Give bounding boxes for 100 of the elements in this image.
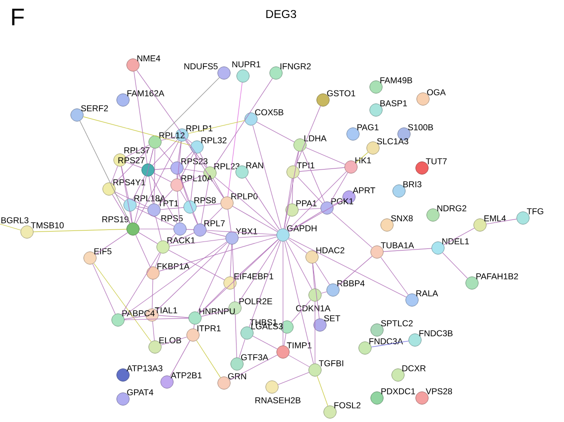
interaction-line — [302, 150, 325, 202]
interaction-line — [154, 168, 171, 170]
interaction-line — [114, 191, 148, 208]
protein-node: RPS23 — [170, 158, 208, 174]
interaction-line — [158, 146, 174, 164]
protein-node: SERF2 — [70, 105, 108, 122]
protein-node: LDHA — [294, 135, 327, 152]
protein-node: PPA1 — [286, 200, 317, 216]
interaction-line — [196, 203, 221, 207]
node-label: SLC1A3 — [377, 138, 408, 144]
protein-node: GSTO1 — [316, 90, 356, 106]
interaction-line — [232, 206, 278, 232]
node-label: TIMP1 — [286, 342, 312, 348]
node-label: TFG — [526, 208, 544, 214]
node-label: RPL18A — [134, 195, 166, 202]
interaction-line — [190, 153, 197, 201]
interaction-line — [295, 106, 321, 166]
interaction-line — [330, 172, 348, 203]
protein-node: PDXDC1 — [370, 388, 416, 404]
interaction-line — [161, 136, 176, 141]
interaction-line — [177, 141, 182, 179]
interaction-line — [112, 194, 130, 224]
protein-node: RPS4Y1 — [102, 179, 146, 196]
node-label: RPL10A — [181, 175, 213, 182]
protein-node: NME4 — [126, 55, 160, 72]
protein-node: GRN — [218, 373, 246, 390]
interaction-line — [332, 212, 372, 248]
interaction-line — [288, 238, 406, 298]
protein-node: PAFAH1B2 — [466, 273, 518, 290]
interaction-line — [288, 200, 344, 232]
protein-node: RPS19 — [102, 216, 140, 236]
interaction-line — [486, 218, 517, 224]
node-label: NUPR1 — [232, 61, 260, 68]
interaction-line — [168, 250, 225, 280]
interaction-line — [176, 174, 178, 179]
interaction-line — [288, 354, 310, 368]
interaction-line — [315, 262, 330, 285]
interaction-line — [291, 300, 311, 322]
node-label: HDAC2 — [316, 247, 344, 254]
interaction-line — [287, 171, 347, 231]
interaction-line — [111, 166, 118, 184]
interaction-line — [200, 179, 210, 224]
node-label: RPS27 — [118, 157, 144, 164]
interaction-line — [80, 120, 130, 224]
interaction-line — [206, 230, 277, 235]
interaction-line — [132, 176, 146, 200]
protein-node: RPL10A — [170, 175, 213, 192]
interaction-line — [312, 263, 315, 289]
protein-node: PAG1 — [346, 124, 378, 140]
interaction-line — [214, 176, 278, 232]
interaction-line — [159, 77, 220, 138]
interaction-line — [123, 242, 227, 316]
protein-node: FAM162A — [116, 90, 164, 106]
protein-node: HNRNPU — [188, 308, 235, 324]
protein-node: GAPDH — [276, 225, 316, 242]
node-label: ATP2B1 — [170, 372, 202, 378]
interaction-line — [94, 262, 152, 342]
interaction-line — [148, 176, 154, 204]
interaction-line — [124, 316, 146, 320]
node-label: PAG1 — [357, 124, 379, 130]
interaction-line — [232, 244, 235, 302]
node-label: EML4 — [484, 215, 506, 222]
interaction-line — [95, 232, 128, 255]
interaction-line — [154, 172, 172, 182]
interaction-line — [149, 148, 154, 164]
node-label: SPTLC2 — [381, 320, 413, 326]
interaction-line — [213, 78, 273, 168]
protein-node: NDEL1 — [432, 238, 469, 254]
title: DEG3 — [266, 10, 296, 18]
protein-node: TIMP1 — [276, 342, 312, 358]
node-label: NDEL1 — [442, 238, 469, 244]
interaction-line — [134, 148, 154, 223]
interaction-line — [181, 151, 193, 164]
interaction-line — [178, 174, 198, 224]
interaction-line — [193, 324, 195, 329]
node-label: RPL32 — [201, 137, 226, 144]
interaction-line — [292, 178, 294, 204]
interaction-line — [124, 318, 189, 320]
node-label: RAN — [246, 162, 264, 168]
interaction-line — [180, 190, 187, 202]
node-label: RALA — [416, 290, 438, 296]
protein-node: ATP2B1 — [160, 372, 202, 388]
interaction-line — [238, 338, 246, 358]
protein-node: FKBP1A — [146, 263, 190, 280]
protein-node: RPL7 — [194, 220, 225, 236]
node-label: CDKN1A — [296, 305, 330, 312]
protein-node: RPS8 — [184, 197, 216, 214]
interaction-line — [185, 140, 224, 198]
node-label: RPS23 — [181, 158, 208, 164]
node-label: FAM49B — [380, 77, 412, 84]
interaction-line — [199, 239, 279, 314]
interaction-line — [152, 321, 155, 341]
interaction-line — [197, 244, 230, 312]
node-label: SNX8 — [391, 215, 413, 222]
protein-node: PABPC4 — [112, 310, 155, 326]
interaction-line — [238, 235, 277, 238]
protein-node: TPI1 — [286, 162, 314, 178]
interaction-line — [138, 232, 158, 244]
node-label: PPA1 — [296, 200, 317, 206]
protein-node: NDUFS5 — [184, 63, 230, 80]
